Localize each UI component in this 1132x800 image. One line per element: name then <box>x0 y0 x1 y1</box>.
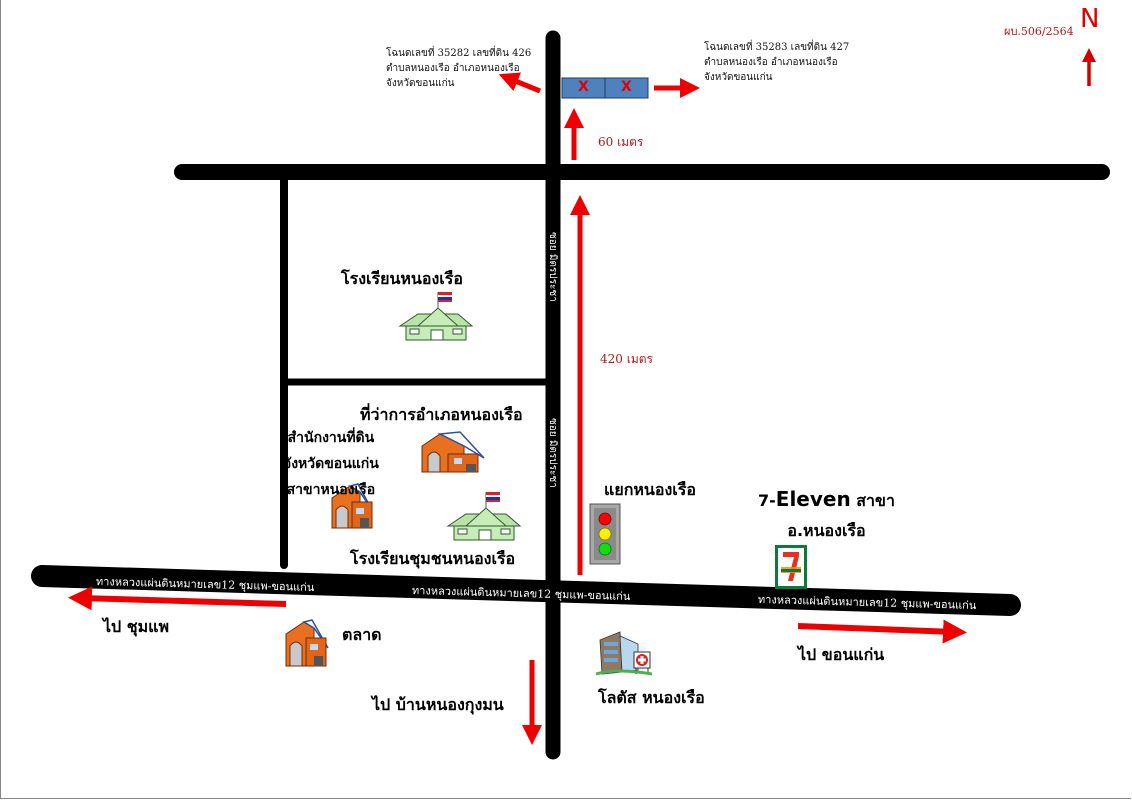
deed-426-line1: โฉนดเลขที่ 35282 เลขที่ดิน 426 <box>386 48 532 59</box>
deed-426-line3: จังหวัดขอนแก่น <box>386 78 455 89</box>
arrow-to-left-deed <box>498 72 541 94</box>
label-to-chumphae: ไป ชุมแพ <box>103 617 170 636</box>
deed-426-line2: ตำบลหนองเรือ อำเภอหนองเรือ <box>386 63 520 74</box>
distance-60m: 60 เมตร <box>598 135 644 149</box>
label-district-office: ที่ว่าการอำเภอหนองเรือ <box>360 405 523 424</box>
orange-house-icon <box>331 483 373 529</box>
land-office-line1: สำนักงานที่ดิน <box>287 430 375 446</box>
highway-12 <box>31 565 1021 616</box>
label-to-khonkaen: ไป ขอนแก่น <box>798 645 885 664</box>
deed-427-line1: โฉนดเลขที่ 35283 เลขที่ดิน 427 <box>704 42 850 53</box>
plot-426-mark: X <box>578 79 589 95</box>
seven-eleven-suffix: สาขา <box>850 491 895 510</box>
label-community-school: โรงเรียนชุมชนหนองเรือ <box>350 549 516 568</box>
label-lotus: โลตัส หนองเรือ <box>598 688 705 707</box>
deed-label-426: โฉนดเลขที่ 35282 เลขที่ดิน 426 ตำบลหนองเ… <box>386 46 531 91</box>
label-seven-eleven: 7-Eleven สาขา อ.หนองเรือ <box>758 484 895 546</box>
deed-label-427: โฉนดเลขที่ 35283 เลขที่ดิน 427 ตำบลหนองเ… <box>704 40 849 85</box>
label-school-nongruea: โรงเรียนหนองเรือ <box>341 269 463 288</box>
label-market: ตลาด <box>342 625 382 644</box>
land-plot-427 <box>604 77 649 99</box>
soi-mitprachar-upper: ซอย มิตรประชา <box>547 232 558 302</box>
soi-mitprachar-lower: ซอย มิตรประชา <box>547 418 558 488</box>
reference-code: ผบ.506/2564 <box>1004 25 1074 38</box>
seven-eleven-prefix: 7- <box>758 491 776 510</box>
land-office-line3: สาขาหนองเรือ <box>286 482 376 498</box>
north-label: N <box>1080 4 1100 34</box>
deed-427-line3: จังหวัดขอนแก่น <box>704 72 773 83</box>
traffic-light-icon <box>589 503 621 565</box>
seven-eleven-logo-icon <box>775 545 807 589</box>
distance-420m: 420 เมตร <box>600 352 653 366</box>
label-intersection: แยกหนองเรือ <box>604 480 696 499</box>
seven-eleven-line2: อ.หนองเรือ <box>787 521 866 540</box>
school-building-icon <box>398 292 474 341</box>
deed-427-line2: ตำบลหนองเรือ อำเภอหนองเรือ <box>704 57 838 68</box>
seven-eleven-brand: Eleven <box>775 487 851 511</box>
hospital-building-icon <box>595 631 653 676</box>
arrow-to-khonkaen <box>797 619 967 644</box>
orange-house-icon <box>421 431 485 473</box>
orange-house-icon <box>285 619 329 667</box>
plot-427-mark: X <box>621 79 632 95</box>
label-to-ban-nong-kung-mon: ไป บ้านหนองกุงมน <box>372 695 504 714</box>
label-land-office: สำนักงานที่ดิน จังหวัดขอนแก่น สาขาหนองเร… <box>283 425 379 503</box>
arrow-to-chumphae <box>68 586 287 611</box>
land-office-line2: จังหวัดขอนแก่น <box>283 456 379 472</box>
school-building-icon <box>446 492 522 541</box>
